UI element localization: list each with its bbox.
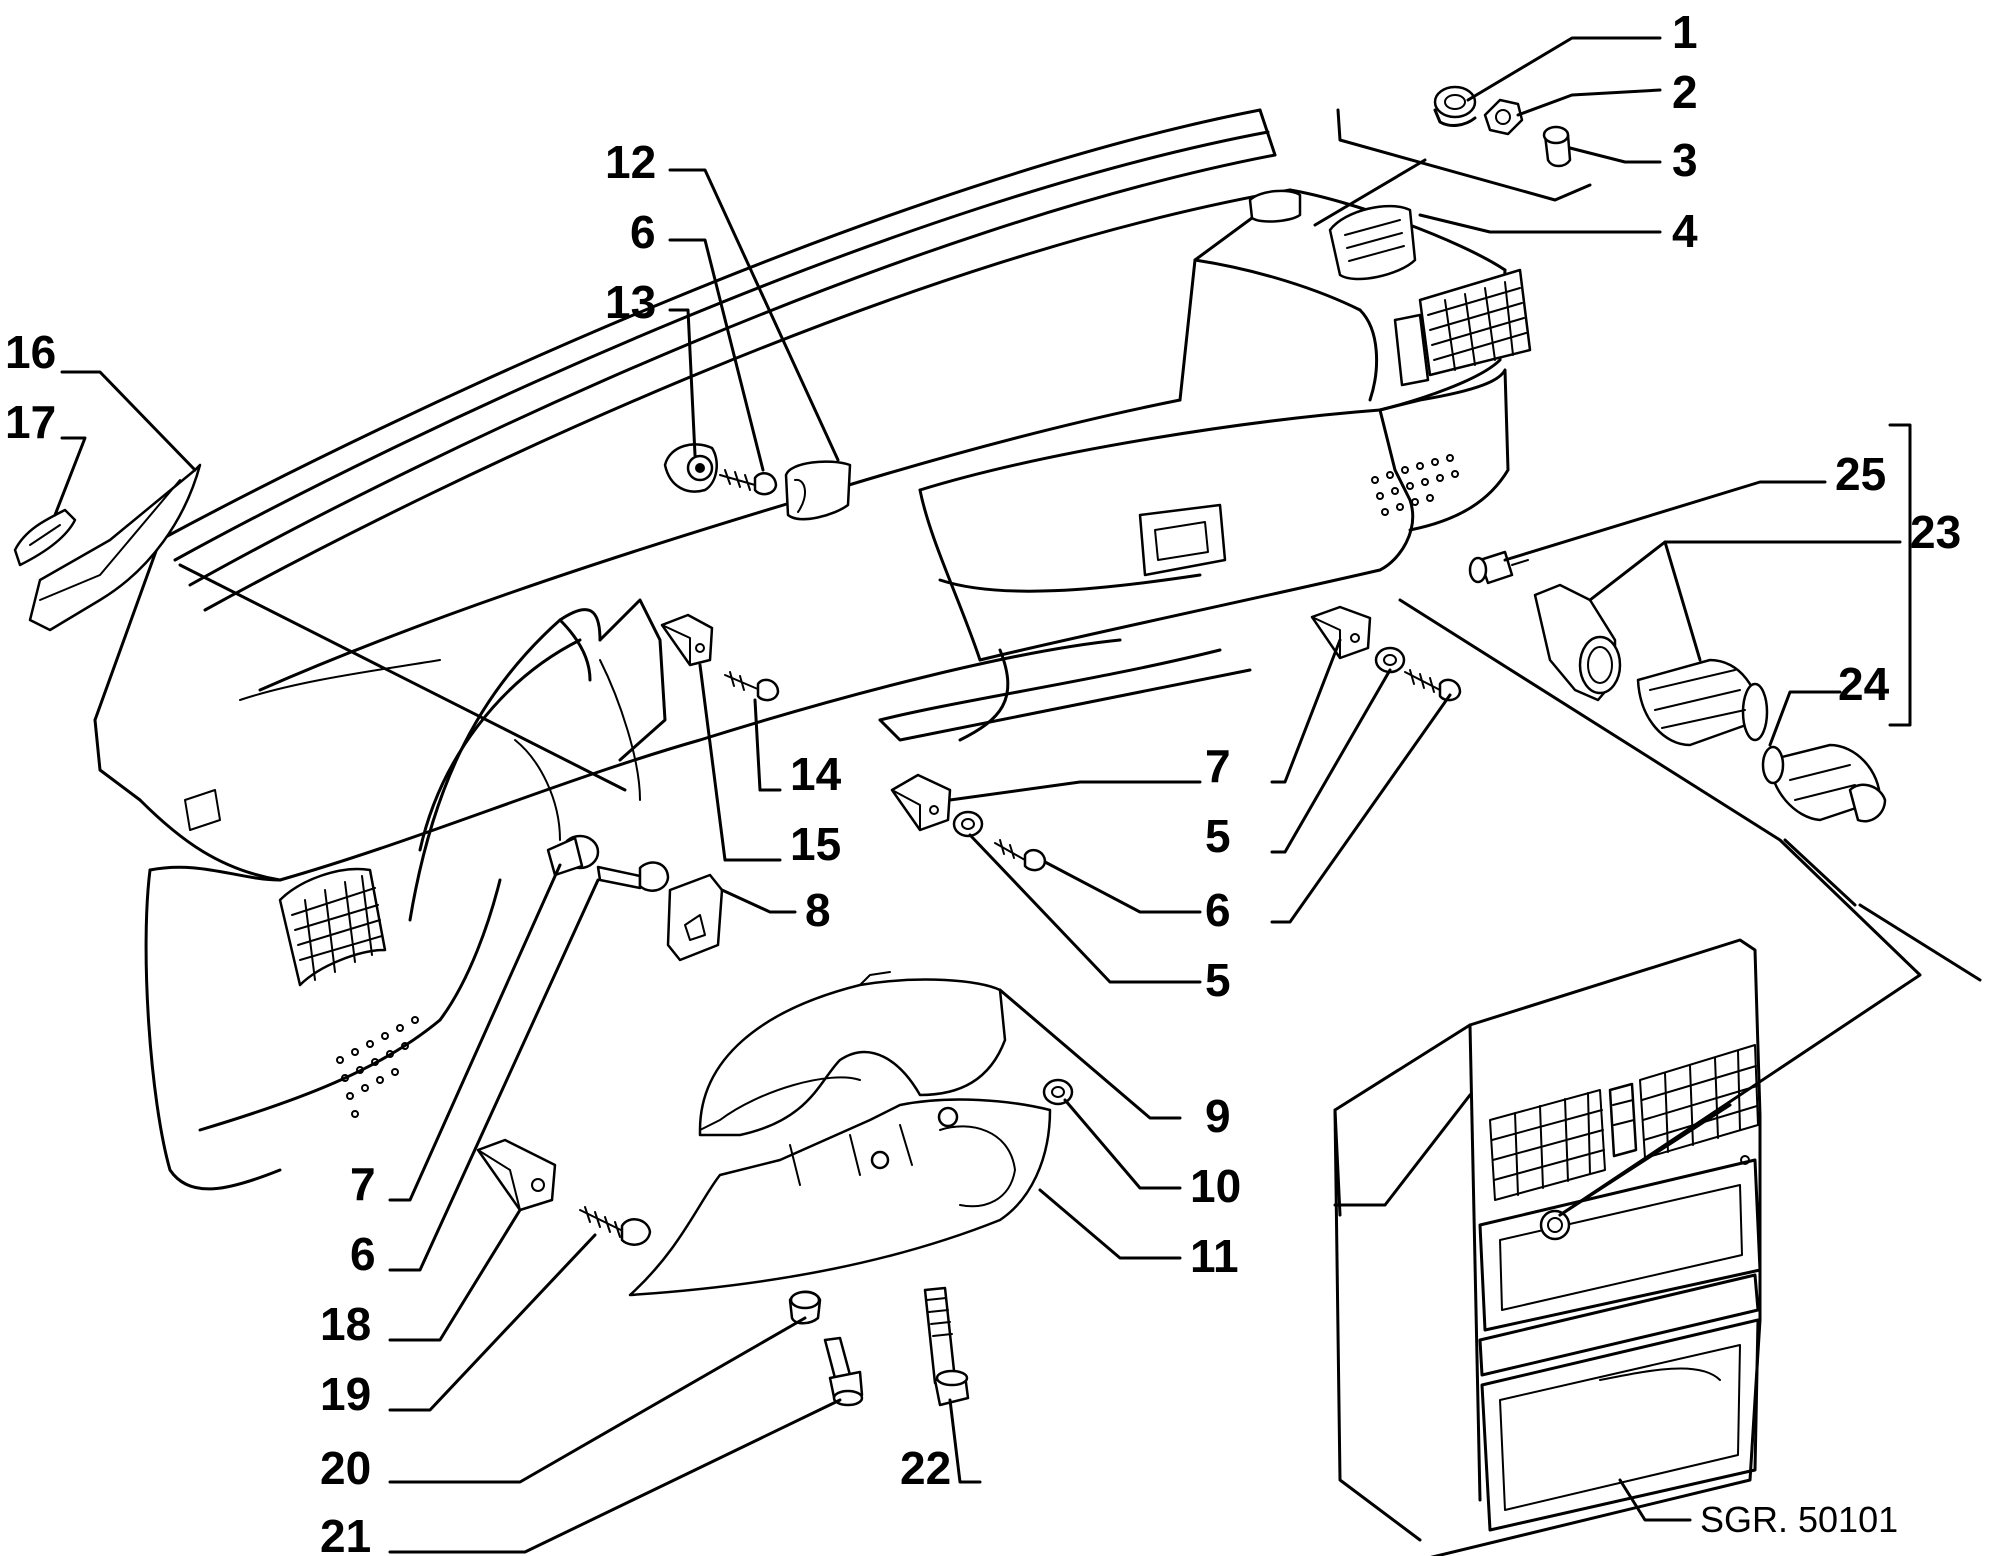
speaker-grille-left [336, 1016, 419, 1118]
part-14-screw [724, 671, 780, 702]
callout-8: 8 [805, 884, 831, 936]
part-12-cap [784, 460, 852, 521]
part-5-washer-lower [952, 810, 984, 838]
part-9-upper-shroud [698, 971, 1007, 1137]
air-vent-left [278, 867, 387, 987]
callout-23: 23 [1910, 506, 1961, 558]
part-13-switch [663, 443, 718, 493]
part-11-lower-shroud [628, 1098, 1052, 1297]
part-7-clip-left [546, 834, 600, 877]
callout-24: 24 [1838, 658, 1890, 710]
callout-10: 10 [1190, 1160, 1241, 1212]
center-console [1333, 938, 1762, 1556]
callout-numbers: 1 2 3 4 5 5 5 6 6 6 6 7 7 7 8 9 10 11 12… [5, 6, 1961, 1556]
callout-3: 3 [1672, 134, 1698, 186]
callout-9: 9 [1205, 1090, 1231, 1142]
callout-5-right: 5 [1205, 810, 1231, 862]
callout-21: 21 [320, 1510, 371, 1556]
callout-1: 1 [1672, 6, 1698, 58]
part-4-grille [1328, 204, 1417, 281]
part-6-screw-right [1404, 669, 1462, 702]
callout-7-left: 7 [350, 1158, 376, 1210]
callout-6-upper: 6 [630, 206, 656, 258]
part-22-bolt [923, 1286, 970, 1407]
part-10-washer [1042, 1078, 1074, 1106]
leader-lines [53, 36, 1982, 1554]
part-3-bush [1542, 125, 1572, 168]
part-20-nut [788, 1290, 822, 1325]
callout-18: 18 [320, 1298, 371, 1350]
part-17-clip [13, 508, 77, 567]
part-8-cover [666, 873, 724, 962]
callout-7-right: 7 [1205, 740, 1231, 792]
part-15-clip [660, 613, 714, 667]
callout-6-left: 6 [350, 1228, 376, 1280]
part-16-trim-panel [28, 463, 202, 632]
part-5-washer-upper [1374, 646, 1406, 674]
part-2-nut [1483, 98, 1524, 136]
callout-6-right: 6 [1205, 884, 1231, 936]
callout-13: 13 [605, 276, 656, 328]
callout-20: 20 [320, 1442, 371, 1494]
callout-16: 16 [5, 326, 56, 378]
callout-14: 14 [790, 748, 842, 800]
part-18-clip [476, 1138, 557, 1212]
callout-19: 19 [320, 1368, 371, 1420]
callout-11: 11 [1190, 1230, 1239, 1282]
part-6-screw-upper [719, 469, 778, 496]
part-6-screw-left [596, 861, 670, 892]
part-7-clip-right [1310, 605, 1372, 660]
air-vent-right [1393, 268, 1532, 387]
callout-22: 22 [900, 1442, 951, 1494]
console-vent-left [1489, 1089, 1606, 1201]
diagram-reference: SGR. 50101 [1700, 1499, 1898, 1540]
part-7-clip-middle [890, 773, 952, 832]
callout-4: 4 [1672, 205, 1698, 257]
callout-5-lower: 5 [1205, 954, 1231, 1006]
console-vent-right [1639, 1044, 1759, 1159]
callout-15: 15 [790, 818, 841, 870]
part-1-ring [1433, 85, 1477, 127]
part-24-lighter [1761, 743, 1887, 823]
speaker-grille-right [1371, 454, 1459, 516]
part-6-screw-lower [994, 839, 1047, 872]
dashboard-panel [93, 108, 1532, 1191]
callout-17: 17 [5, 396, 56, 448]
part-19-screw [579, 1206, 652, 1246]
callout-25: 25 [1835, 448, 1886, 500]
callout-2: 2 [1672, 66, 1698, 118]
part-23-lighter-socket [1533, 583, 1769, 747]
part-21-bolt [823, 1336, 864, 1407]
callout-12: 12 [605, 136, 656, 188]
